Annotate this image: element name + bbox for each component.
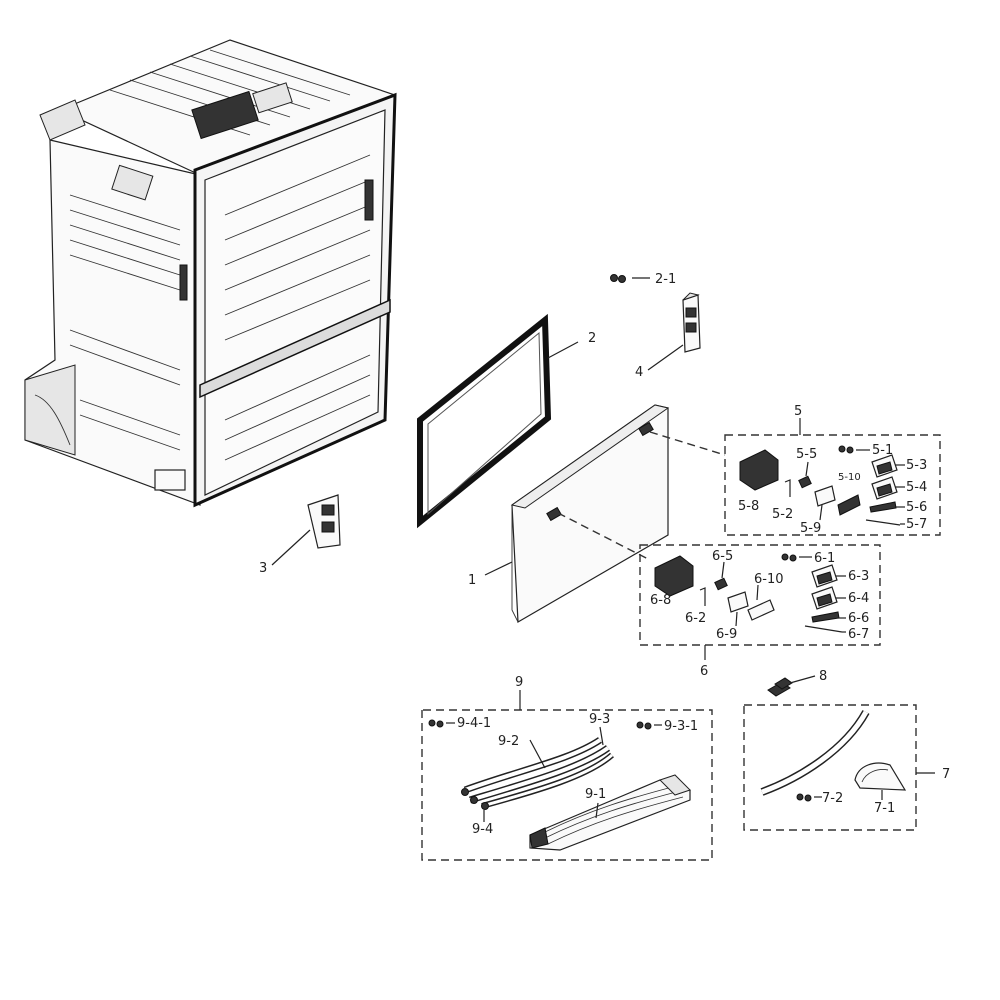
callout-6-10: 6-10 (754, 572, 784, 587)
callout-6-1: 6-1 (814, 551, 835, 566)
callout-9-1: 9-1 (585, 787, 606, 802)
callout-5-6: 5-6 (906, 500, 927, 515)
hinge-bracket-lower (307, 494, 341, 549)
callout-labels: 1 2 2-1 3 4 5 5-1 5-2 5-3 5-4 5-5 5-6 5-… (259, 272, 950, 837)
callout-5-8: 5-8 (738, 499, 759, 514)
callout-6-3: 6-3 (848, 569, 869, 584)
callout-5-3: 5-3 (906, 458, 927, 473)
callout-1: 1 (468, 573, 476, 588)
rail-cover-assembly-7 (743, 704, 935, 831)
callout-8: 8 (819, 669, 827, 684)
callout-2: 2 (588, 331, 596, 346)
callout-7-2: 7-2 (822, 791, 843, 806)
callout-7: 7 (942, 767, 950, 782)
callout-9: 9 (515, 675, 523, 690)
callout-5-5: 5-5 (796, 447, 817, 462)
callout-5-4: 5-4 (906, 480, 927, 495)
handle-assembly-5 (724, 418, 941, 536)
slide-rail-assembly-9 (421, 690, 713, 861)
callout-5: 5 (794, 404, 802, 419)
callout-5-1: 5-1 (872, 443, 893, 458)
callout-6-5: 6-5 (712, 549, 733, 564)
callout-6-7: 6-7 (848, 627, 869, 642)
callout-9-3-1: 9-3-1 (664, 719, 698, 734)
freezer-door (510, 404, 670, 624)
callout-6: 6 (700, 664, 708, 679)
callout-6-6: 6-6 (848, 611, 869, 626)
callout-2-1: 2-1 (655, 272, 676, 287)
callout-7-1: 7-1 (874, 801, 895, 816)
callout-9-3: 9-3 (589, 712, 610, 727)
callout-4: 4 (635, 365, 643, 380)
callout-9-4-1: 9-4-1 (457, 716, 491, 731)
callout-5-2: 5-2 (772, 507, 793, 522)
callout-5-10: 5-10 (838, 472, 861, 483)
callout-3: 3 (259, 561, 267, 576)
refrigerator-cabinet (24, 39, 397, 508)
callout-6-4: 6-4 (848, 591, 869, 606)
hinge-bracket-upper (682, 292, 701, 353)
screw-icon (767, 677, 793, 697)
callout-5-7: 5-7 (906, 517, 927, 532)
callout-9-2: 9-2 (498, 734, 519, 749)
callout-5-9: 5-9 (800, 521, 821, 536)
callout-6-8: 6-8 (650, 593, 671, 608)
callout-6-2: 6-2 (685, 611, 706, 626)
door-gasket (417, 313, 552, 529)
screw-icon (610, 274, 626, 283)
callout-9-4: 9-4 (472, 822, 493, 837)
handle-assembly-6 (639, 544, 881, 660)
callout-6-9: 6-9 (716, 627, 737, 642)
